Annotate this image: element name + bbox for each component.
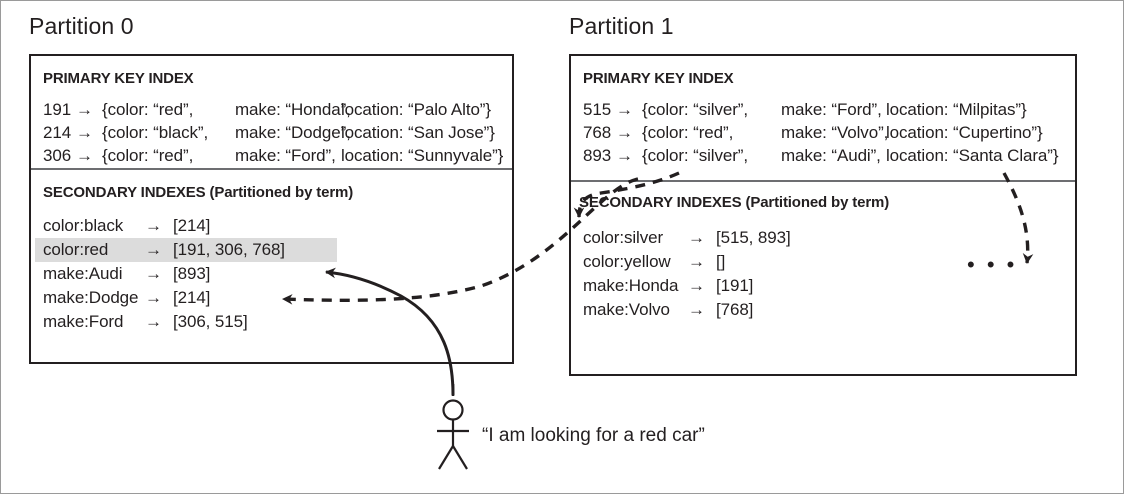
partition-0-title: Partition 0 <box>29 13 134 39</box>
more-entries-ellipsis: • • • <box>967 252 1018 277</box>
secondary-values: [191] <box>716 276 754 295</box>
partition-1-divider <box>571 180 1075 182</box>
secondary-index-row: make:Audi → [893] <box>35 262 337 286</box>
pk-location: location: “San Jose”} <box>341 123 495 142</box>
secondary-arrow-icon: → <box>145 240 162 259</box>
pk-location: location: “Milpitas”} <box>886 100 1027 119</box>
pk-arrow-icon: → <box>616 100 633 119</box>
user-query-text: “I am looking for a red car” <box>482 425 705 446</box>
secondary-index-row: make:Dodge → [214] <box>35 286 337 310</box>
pk-make: make: “Ford”, <box>781 100 882 119</box>
partition-1-box: PRIMARY KEY INDEX 515 → {color: “silver”… <box>569 54 1077 376</box>
pk-make: make: “Ford”, <box>235 146 336 165</box>
secondary-indexes-heading: SECONDARY INDEXES (Partitioned by term) <box>43 184 354 201</box>
secondary-index-row-highlighted: color:red → [191, 306, 768] <box>35 238 337 262</box>
secondary-values: [893] <box>173 264 211 283</box>
secondary-index-row: make:Volvo → [768] <box>575 298 900 322</box>
pk-color: {color: “red”, <box>102 100 194 119</box>
secondary-arrow-icon: → <box>145 288 162 307</box>
secondary-values: [] <box>716 252 726 271</box>
secondary-term: make:Honda <box>583 276 679 295</box>
pk-color: {color: “silver”, <box>642 146 748 165</box>
pk-key: 768 <box>583 123 612 142</box>
secondary-index-row: color:silver → [515, 893] <box>575 226 900 250</box>
secondary-term: make:Volvo <box>583 300 670 319</box>
pk-arrow-icon: → <box>76 123 93 142</box>
secondary-term: color:yellow <box>583 252 671 271</box>
pk-make: make: “Volvo”, <box>781 123 889 142</box>
pk-key: 306 <box>43 146 72 165</box>
secondary-term: make:Audi <box>43 264 123 283</box>
pk-key: 214 <box>43 123 72 142</box>
pk-color: {color: “silver”, <box>642 100 748 119</box>
secondary-index-row: color:yellow → [] <box>575 250 900 274</box>
secondary-values: [306, 515] <box>173 312 248 331</box>
secondary-arrow-icon: → <box>688 252 705 271</box>
secondary-index-row: make:Ford → [306, 515] <box>35 310 337 334</box>
secondary-values: [191, 306, 768] <box>173 240 285 259</box>
pk-make: make: “Audi”, <box>781 146 881 165</box>
pk-arrow-icon: → <box>616 123 633 142</box>
pk-key: 515 <box>583 100 612 119</box>
secondary-term: color:silver <box>583 228 664 247</box>
pk-location: location: “Palo Alto”} <box>341 100 491 119</box>
partition-0-box: PRIMARY KEY INDEX 191 → {color: “red”, m… <box>29 54 514 364</box>
secondary-arrow-icon: → <box>145 312 162 331</box>
secondary-term: color:black <box>43 216 124 235</box>
secondary-term: make:Dodge <box>43 288 139 307</box>
pk-color: {color: “red”, <box>102 146 194 165</box>
pk-make: make: “Dodge”, <box>235 123 351 142</box>
pk-color: {color: “red”, <box>642 123 734 142</box>
partition-0-divider <box>31 168 512 170</box>
pk-location: location: “Santa Clara”} <box>886 146 1059 165</box>
secondary-values: [214] <box>173 288 211 307</box>
secondary-index-row: make:Honda → [191] <box>575 274 900 298</box>
pk-arrow-icon: → <box>76 100 93 119</box>
secondary-values: [214] <box>173 216 211 235</box>
secondary-arrow-icon: → <box>145 216 162 235</box>
pk-arrow-icon: → <box>616 146 633 165</box>
secondary-arrow-icon: → <box>688 276 705 295</box>
secondary-values: [768] <box>716 300 754 319</box>
secondary-arrow-icon: → <box>688 300 705 319</box>
pk-key: 191 <box>43 100 72 119</box>
secondary-arrow-icon: → <box>688 228 705 247</box>
pk-key: 893 <box>583 146 612 165</box>
secondary-arrow-icon: → <box>145 264 162 283</box>
secondary-values: [515, 893] <box>716 228 791 247</box>
partition-1-title: Partition 1 <box>569 13 674 39</box>
secondary-index-row: color:black → [214] <box>35 214 337 238</box>
pk-location: location: “Sunnyvale”} <box>341 146 504 165</box>
secondary-term: make:Ford <box>43 312 124 331</box>
primary-key-index-heading: PRIMARY KEY INDEX <box>43 70 194 87</box>
pk-make: make: “Honda”, <box>235 100 351 119</box>
pk-arrow-icon: → <box>76 146 93 165</box>
stick-figure-icon <box>437 384 469 470</box>
secondary-term: color:red <box>43 240 109 259</box>
primary-key-index-heading: PRIMARY KEY INDEX <box>583 70 734 87</box>
secondary-indexes-heading: SECONDARY INDEXES (Partitioned by term) <box>579 194 890 211</box>
pk-color: {color: “black”, <box>102 123 209 142</box>
pk-location: location: “Cupertino”} <box>886 123 1043 142</box>
